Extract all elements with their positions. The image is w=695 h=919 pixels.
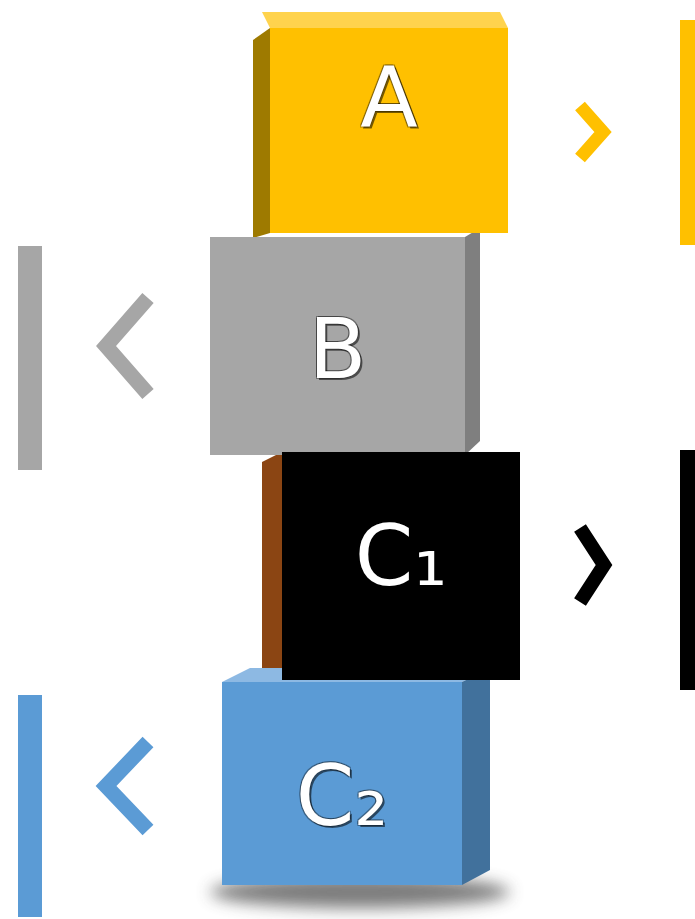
block-letter: A	[360, 56, 417, 233]
side-bar	[18, 695, 42, 917]
block-side	[253, 28, 270, 238]
letter-block: C₁	[282, 452, 520, 680]
block-top	[262, 12, 508, 28]
block-side	[462, 668, 490, 885]
chevron	[106, 742, 148, 830]
side-bar	[680, 20, 695, 245]
side-bar	[18, 246, 42, 470]
letter-block: B	[210, 237, 465, 455]
block-letter: B	[309, 307, 367, 455]
block-letter: C₂	[296, 754, 388, 885]
chevron	[106, 298, 148, 394]
block-letter: C₁	[355, 514, 447, 680]
letter-block: C₂	[222, 682, 462, 885]
letter-block: A	[270, 28, 508, 233]
block-side	[465, 228, 480, 455]
side-bar	[680, 450, 695, 690]
chevron	[580, 106, 603, 158]
chevron	[580, 528, 604, 602]
block-side	[262, 452, 282, 688]
